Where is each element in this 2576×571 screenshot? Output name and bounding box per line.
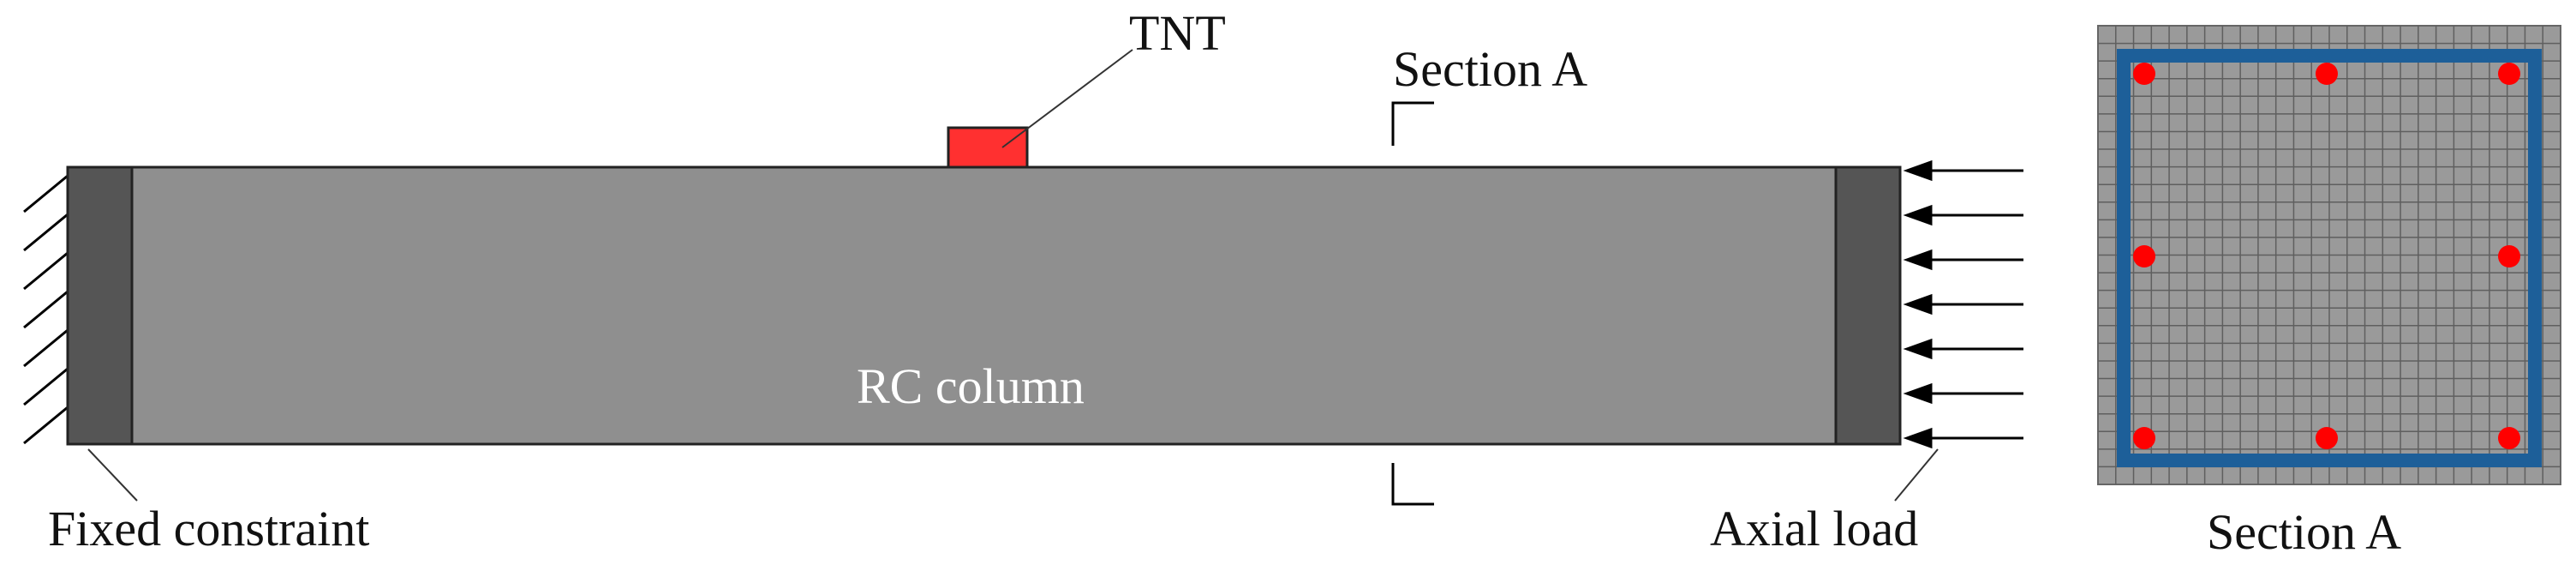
- rebar: [2316, 63, 2338, 85]
- section-rebars: [2133, 63, 2520, 449]
- section-a-label: Section A: [1393, 41, 1587, 97]
- rebar: [2498, 245, 2520, 267]
- left-end-plate: [66, 165, 134, 446]
- rc-column-body: [66, 165, 1902, 446]
- tnt-label: TNT: [1129, 5, 1226, 61]
- section-a-cross-section: [2097, 25, 2561, 485]
- rebar: [2133, 245, 2155, 267]
- section-a-caption: Section A: [2207, 504, 2401, 560]
- rebar: [2133, 427, 2155, 449]
- rebar: [2133, 63, 2155, 85]
- tnt-charge: [947, 126, 1029, 169]
- rebar: [2498, 427, 2520, 449]
- fixed-leader-line: [87, 448, 138, 502]
- rebar: [2316, 427, 2338, 449]
- section-stirrup: [2117, 49, 2542, 467]
- rebar: [2498, 63, 2520, 85]
- tnt-leader-line: [1001, 49, 1133, 148]
- axial-load-arrows: [1903, 159, 2023, 449]
- axial-leader-line: [1894, 448, 1939, 502]
- section-cut-marker-top: [1391, 101, 1434, 146]
- section-mesh-grid: [2098, 26, 2561, 484]
- section-cut-marker-bottom: [1391, 463, 1434, 506]
- right-end-plate: [1834, 165, 1902, 446]
- fixed-support-hatch-icon: [23, 167, 69, 445]
- fixed-constraint-label: Fixed constraint: [48, 501, 369, 556]
- axial-load-label: Axial load: [1710, 501, 1918, 556]
- rc-column-label: RC column: [857, 358, 1085, 414]
